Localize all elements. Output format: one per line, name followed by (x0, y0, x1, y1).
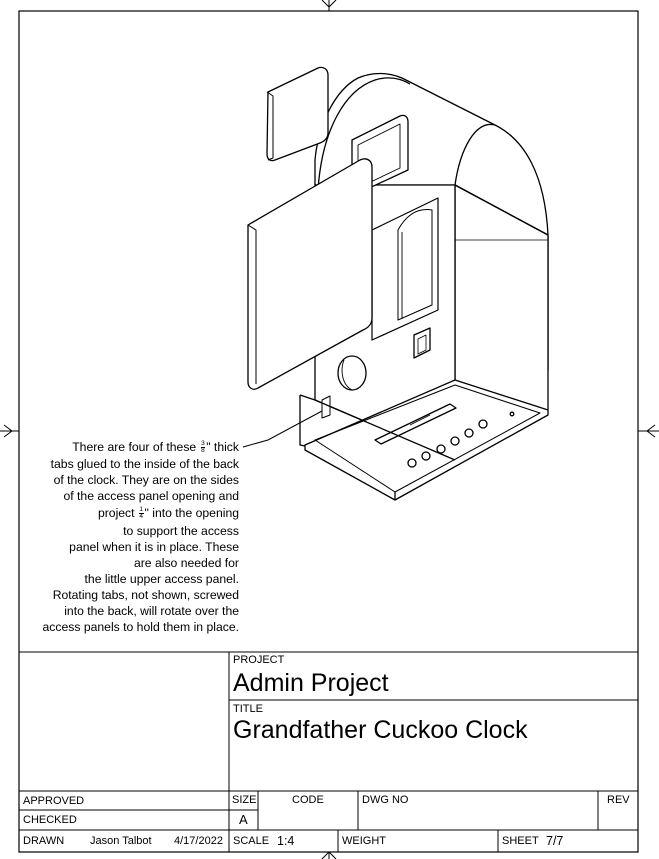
sheet-label: SHEET (502, 835, 539, 847)
dwg-no-label: DWG NO (362, 794, 409, 806)
note-line: the little upper access panel. (84, 572, 239, 586)
checked-label: CHECKED (23, 814, 77, 826)
code-label: CODE (292, 794, 324, 806)
weight-label: WEIGHT (342, 835, 386, 847)
scale-label: SCALE (233, 835, 270, 847)
drawing-title: Grandfather Cuckoo Clock (233, 716, 528, 744)
note-line: tabs glued to the inside of the back (50, 457, 239, 471)
note-line: are also needed for (133, 556, 239, 570)
note-line: Rotating tabs, not shown, screwed (52, 588, 239, 602)
approved-label: APPROVED (23, 795, 85, 807)
drawn-label: DRAWN (23, 835, 65, 847)
note-line: to support the access (123, 524, 239, 538)
drawn-by: Jason Talbot (90, 835, 152, 847)
note-line: panel when it is in place. These (69, 540, 239, 554)
clock-isometric-drawing (247, 66, 549, 501)
note-leader-line (242, 410, 323, 448)
rev-label: REV (607, 794, 630, 806)
size-value: A (239, 812, 248, 827)
scale-value: 1:4 (277, 834, 295, 848)
title-block-grid (19, 651, 638, 852)
title-label: TITLE (233, 703, 263, 715)
note-line: of the access panel opening and (63, 489, 240, 503)
project-name: Admin Project (233, 669, 389, 697)
note-line: access panels to hold them in place. (42, 620, 239, 634)
drawn-date: 4/17/2022 (174, 835, 223, 847)
note-line: into the back, will rotate over the (64, 604, 239, 618)
size-label: SIZE (232, 794, 257, 806)
sheet-value: 7/7 (546, 834, 564, 848)
note-line: of the clock. They are on the sides (53, 473, 239, 487)
project-label: PROJECT (233, 654, 285, 666)
